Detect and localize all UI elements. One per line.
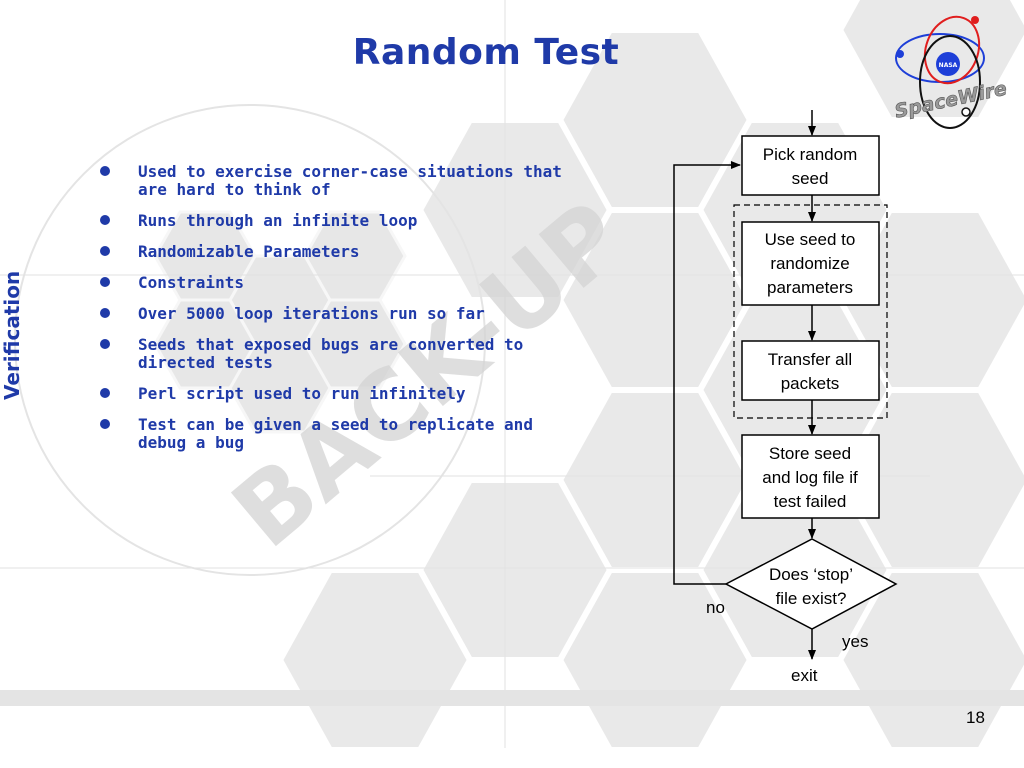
store-box — [741, 434, 880, 519]
bullet-item: Runs through an infinite loop — [100, 212, 570, 230]
bottom-dash-strip — [0, 690, 1024, 706]
bullet-item: Used to exercise corner-case situations … — [100, 163, 570, 199]
bullet-dot-icon — [100, 277, 110, 287]
page-number: 18 — [966, 708, 985, 727]
bullet-text: Constraints — [138, 273, 244, 292]
store-line-1: Store seed — [769, 444, 851, 463]
bullet-item: Over 5000 loop iterations run so far — [100, 305, 570, 323]
bullet-text: Seeds that exposed bugs are converted to… — [138, 335, 524, 372]
orbit-black-icon — [919, 35, 981, 129]
use-seed-box — [741, 221, 880, 306]
use-seed-line-2: randomize — [770, 254, 849, 273]
telescope-mirror-outline — [14, 104, 486, 576]
decision-diamond — [724, 538, 898, 630]
bullet-item: Constraints — [100, 274, 570, 292]
nasa-badge-icon — [936, 52, 960, 76]
spacewire-logo: NASA SpaceWire — [892, 15, 1009, 129]
bullet-dot-icon — [100, 339, 110, 349]
loop-body-group — [733, 204, 888, 419]
bullet-item: Randomizable Parameters — [100, 243, 570, 261]
bullet-dot-icon — [100, 166, 110, 176]
slide-title: Random Test — [352, 32, 620, 73]
pick-seed-box — [741, 135, 880, 196]
bullet-dot-icon — [100, 215, 110, 225]
transfer-line-2: packets — [781, 374, 840, 393]
loop-back-arrow — [673, 161, 741, 585]
bullet-text: Runs through an infinite loop — [138, 211, 418, 230]
bullet-text: Randomizable Parameters — [138, 242, 360, 261]
inner-hexagon-cluster — [153, 210, 407, 434]
bullet-text: Over 5000 loop iterations run so far — [138, 304, 485, 323]
pick-seed-line-1: Pick random — [763, 145, 857, 164]
orbit-node-white-icon — [961, 107, 971, 117]
use-seed-line-1: Use seed to — [765, 230, 856, 249]
no-label: no — [706, 598, 725, 617]
nasa-badge-text: NASA — [939, 62, 958, 69]
bullet-item: Perl script used to run infinitely — [100, 385, 570, 403]
bullet-text: Used to exercise corner-case situations … — [138, 162, 562, 199]
store-line-2: and log file if — [762, 468, 858, 487]
transfer-box — [741, 340, 880, 401]
yes-label: yes — [842, 632, 868, 651]
bullet-list: Used to exercise corner-case situations … — [100, 163, 570, 465]
bullet-dot-icon — [100, 308, 110, 318]
pick-seed-line-2: seed — [792, 169, 829, 188]
decision-line-2: file exist? — [776, 589, 847, 608]
bullet-item: Test can be given a seed to replicate an… — [100, 416, 570, 452]
store-line-3: test failed — [774, 492, 847, 511]
bullet-dot-icon — [100, 246, 110, 256]
bullet-dot-icon — [100, 419, 110, 429]
bullet-text: Perl script used to run infinitely — [138, 384, 466, 403]
orbit-node-red-icon — [971, 16, 979, 24]
use-seed-line-3: parameters — [767, 278, 853, 297]
bullet-dot-icon — [100, 388, 110, 398]
decision-line-1: Does ‘stop’ — [769, 565, 853, 584]
exit-label: exit — [791, 666, 818, 685]
transfer-line-1: Transfer all — [768, 350, 852, 369]
bullet-text: Test can be given a seed to replicate an… — [138, 415, 533, 452]
bullet-item: Seeds that exposed bugs are converted to… — [100, 336, 570, 372]
orbit-node-blue-icon — [896, 50, 904, 58]
